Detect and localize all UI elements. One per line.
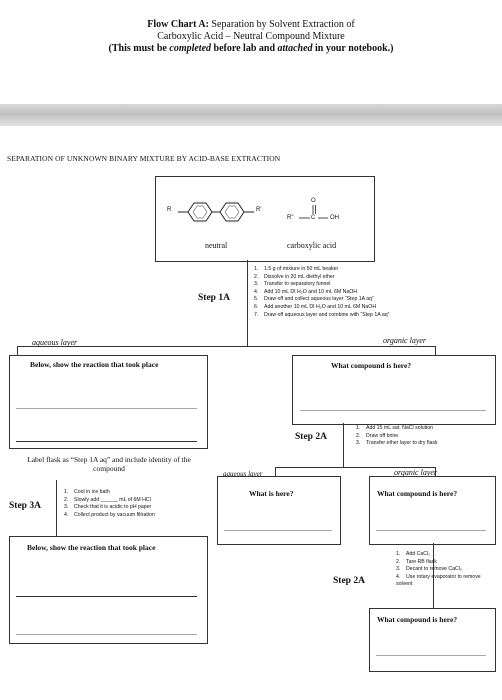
r-group-left: R [167, 207, 172, 213]
header-instruction: (This must be completed before lab and a… [108, 43, 394, 54]
carboxylic-acid-structure [299, 205, 328, 219]
list-item: 3.Decant to remove CaCl₂ [396, 566, 462, 573]
list-item: 2.Draw off brine [356, 432, 399, 439]
answer-line[interactable] [16, 596, 197, 597]
what-is-here-title: What is here? [249, 489, 294, 498]
answer-line[interactable] [16, 408, 197, 409]
answer-line[interactable] [376, 530, 486, 531]
step-3a-flow-line [56, 480, 57, 536]
list-item: 5.Draw off and collect aqueous layer “St… [254, 296, 374, 303]
step-2a-flow-line [343, 423, 344, 467]
list-item: 1.Add 15 mL sat. NaCl solution [356, 425, 433, 431]
step-2a-label: Step 2A [295, 432, 327, 442]
header-title: Flow Chart A: Separation by Solvent Extr… [147, 19, 355, 30]
compound-box-3-title: What compound is here? [377, 615, 458, 624]
answer-line[interactable] [16, 441, 197, 442]
list-item: 2.Tare RB flask [396, 558, 437, 565]
organic-layer-label-2: organic layer [394, 468, 438, 477]
list-item: 3.Check that it is acidic to pH paper [64, 504, 152, 511]
list-item: 1.1.5 g of mixture in 50 mL beaker [254, 266, 339, 272]
acid-carbon: C [311, 215, 316, 221]
split-right-drop-2 [435, 467, 436, 476]
split-line-1 [17, 346, 435, 347]
list-item: 3.Transfer ether layer to dry flask [356, 440, 438, 447]
list-item: 3.Transfer to separatory funnel [254, 281, 331, 288]
compound-box-1[interactable] [292, 355, 496, 425]
split-left-drop-1 [17, 346, 18, 356]
compound-box-2[interactable] [369, 476, 496, 545]
step-3a-label: Step 3A [9, 501, 41, 511]
section-title: SEPARATION OF UNKNOWN BINARY MIXTURE BY … [7, 154, 281, 163]
aqueous-layer-label-1: aqueous layer [32, 338, 78, 347]
answer-line[interactable] [224, 530, 332, 531]
answer-line[interactable] [376, 655, 486, 656]
acid-carbonyl-oxygen: O [311, 198, 316, 204]
compound-box-3[interactable] [369, 608, 496, 672]
neutral-structure [178, 202, 254, 222]
what-is-here-box[interactable] [217, 476, 341, 545]
page-break-band [0, 104, 502, 126]
aqueous-layer-label-2: aqueous layer [223, 470, 263, 478]
split-left-drop-2 [275, 467, 276, 476]
starting-mixture-box [155, 176, 375, 262]
list-item: 2.Slowly add ______ mL of 6M HCl [64, 496, 151, 503]
step-2a-second-label: Step 2A [333, 576, 365, 586]
r-group-right: R' [256, 207, 262, 213]
compound-box-1-title: What compound is here? [331, 361, 412, 370]
list-item: 7.Draw off aqueous layer and combine wit… [254, 311, 390, 318]
step-1a-label: Step 1A [198, 293, 230, 303]
step-3a-procedure: 1.Cool in ice bath 2.Slowly add ______ m… [64, 489, 155, 519]
reaction-box-2-title: Below, show the reaction that took place [27, 543, 156, 552]
list-item: 1.Cool in ice bath [64, 489, 110, 495]
list-item: 4.Collect product by vacuum filtration [64, 511, 155, 518]
reaction-box-2[interactable] [9, 536, 208, 644]
split-right-drop-1 [435, 346, 436, 356]
neutral-label: neutral [205, 241, 228, 250]
acid-hydroxyl: OH [330, 215, 339, 221]
step-1a-flask-note: Label flask as “Step 1A aq” and include … [27, 455, 191, 473]
reaction-box-1[interactable] [9, 355, 208, 449]
compound-box-2-title: What compound is here? [377, 489, 458, 498]
step-1a-procedure: 1.1.5 g of mixture in 50 mL beaker 2.Dis… [254, 266, 389, 319]
reaction-box-1-title: Below, show the reaction that took place [30, 360, 159, 369]
answer-line[interactable] [16, 634, 197, 635]
step-2a-second-flow-line [433, 543, 434, 608]
organic-layer-label-1: organic layer [383, 336, 427, 345]
list-item: 2.Dissolve in 20 mL diethyl ether [254, 273, 335, 280]
acid-r-group: R" [287, 215, 294, 221]
main-flow-line [247, 260, 248, 346]
list-item: 4.Add 10 mL DI H₂O and 10 mL 6M NaOH [254, 288, 358, 295]
list-item: 1.Add CaCl₂ [396, 551, 431, 557]
answer-line[interactable] [300, 410, 486, 411]
carboxylic-acid-label: carboxylic acid [287, 241, 337, 250]
worksheet-header: Flow Chart A: Separation by Solvent Extr… [0, 19, 502, 55]
list-item: 4.Use rotary evaporator to remove solven… [396, 573, 481, 588]
header-subtitle: Carboxylic Acid – Neutral Compound Mixtu… [157, 31, 345, 42]
step-2a-procedure: 1.Add 15 mL sat. NaCl solution 2.Draw of… [356, 425, 438, 448]
split-line-2 [275, 467, 435, 468]
step-2a-second-procedure: 1.Add CaCl₂ 2.Tare RB flask 3.Decant to … [396, 551, 496, 589]
list-item: 6.Add another 10 mL DI H₂O and 10 mL 6M … [254, 303, 377, 310]
